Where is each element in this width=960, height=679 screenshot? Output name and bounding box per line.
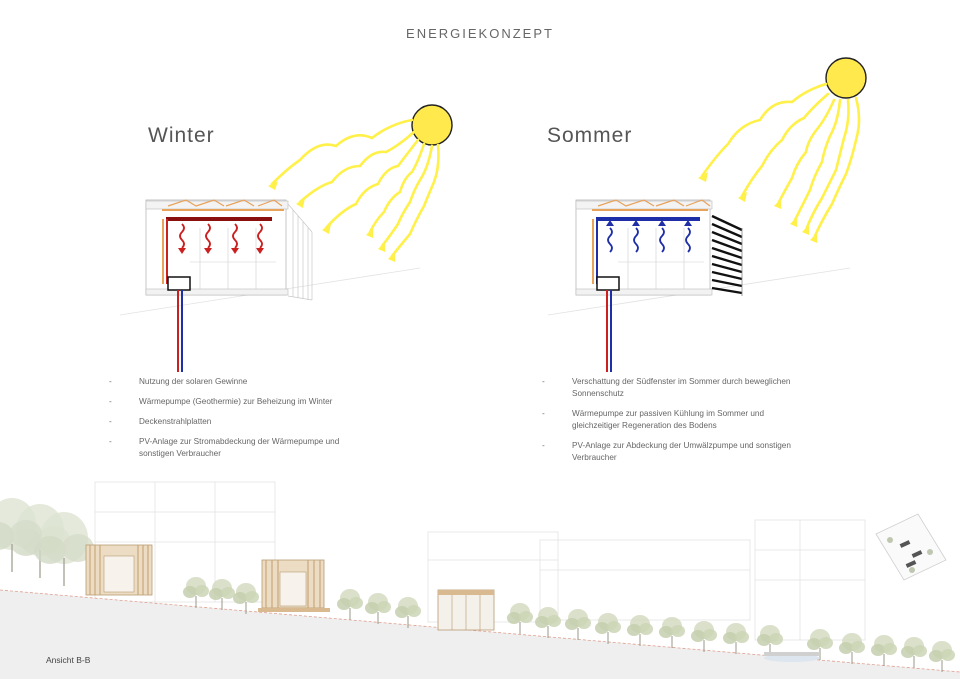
winter-sun-rays [270, 118, 440, 258]
section-view [0, 481, 960, 679]
list-item: PV-Anlage zur Abdeckung der Umwälzpumpe … [542, 440, 792, 464]
list-item: Deckenstrahlplatten [109, 416, 369, 428]
list-item: Verschattung der Südfenster im Sommer du… [542, 376, 792, 400]
view-caption: Ansicht B-B [46, 655, 91, 665]
page-title: ENERGIEKONZEPT [406, 26, 554, 41]
cool-wave-icon [607, 227, 691, 253]
cabin-3 [437, 589, 495, 631]
summer-heading: Sommer [547, 124, 633, 147]
heat-wave-icon [179, 223, 263, 249]
heat-pump-icon [167, 276, 191, 291]
key-plan [875, 513, 947, 581]
winter-heading: Winter [148, 124, 215, 147]
cabin-1 [85, 544, 153, 596]
list-item: Wärmepumpe (Geothermie) zur Beheizung im… [109, 396, 369, 408]
terrain [0, 590, 960, 679]
summer-sun-rays [700, 82, 861, 240]
heat-pump-icon [596, 276, 620, 291]
winter-building [119, 199, 421, 372]
cabin-2 [258, 559, 330, 612]
summer-building [547, 199, 851, 372]
winter-bullet-list: Nutzung der solaren Gewinne Wärmepumpe (… [109, 376, 369, 468]
sun-icon [825, 57, 867, 99]
list-item: Nutzung der solaren Gewinne [109, 376, 369, 388]
list-item: Wärmepumpe zur passiven Kühlung im Somme… [542, 408, 792, 432]
winter-diagram [119, 104, 453, 372]
summer-bullet-list: Verschattung der Südfenster im Sommer du… [542, 376, 792, 472]
list-item: PV-Anlage zur Stromabdeckung der Wärmepu… [109, 436, 369, 460]
summer-diagram [547, 57, 867, 372]
sunshade-slats [711, 214, 743, 295]
